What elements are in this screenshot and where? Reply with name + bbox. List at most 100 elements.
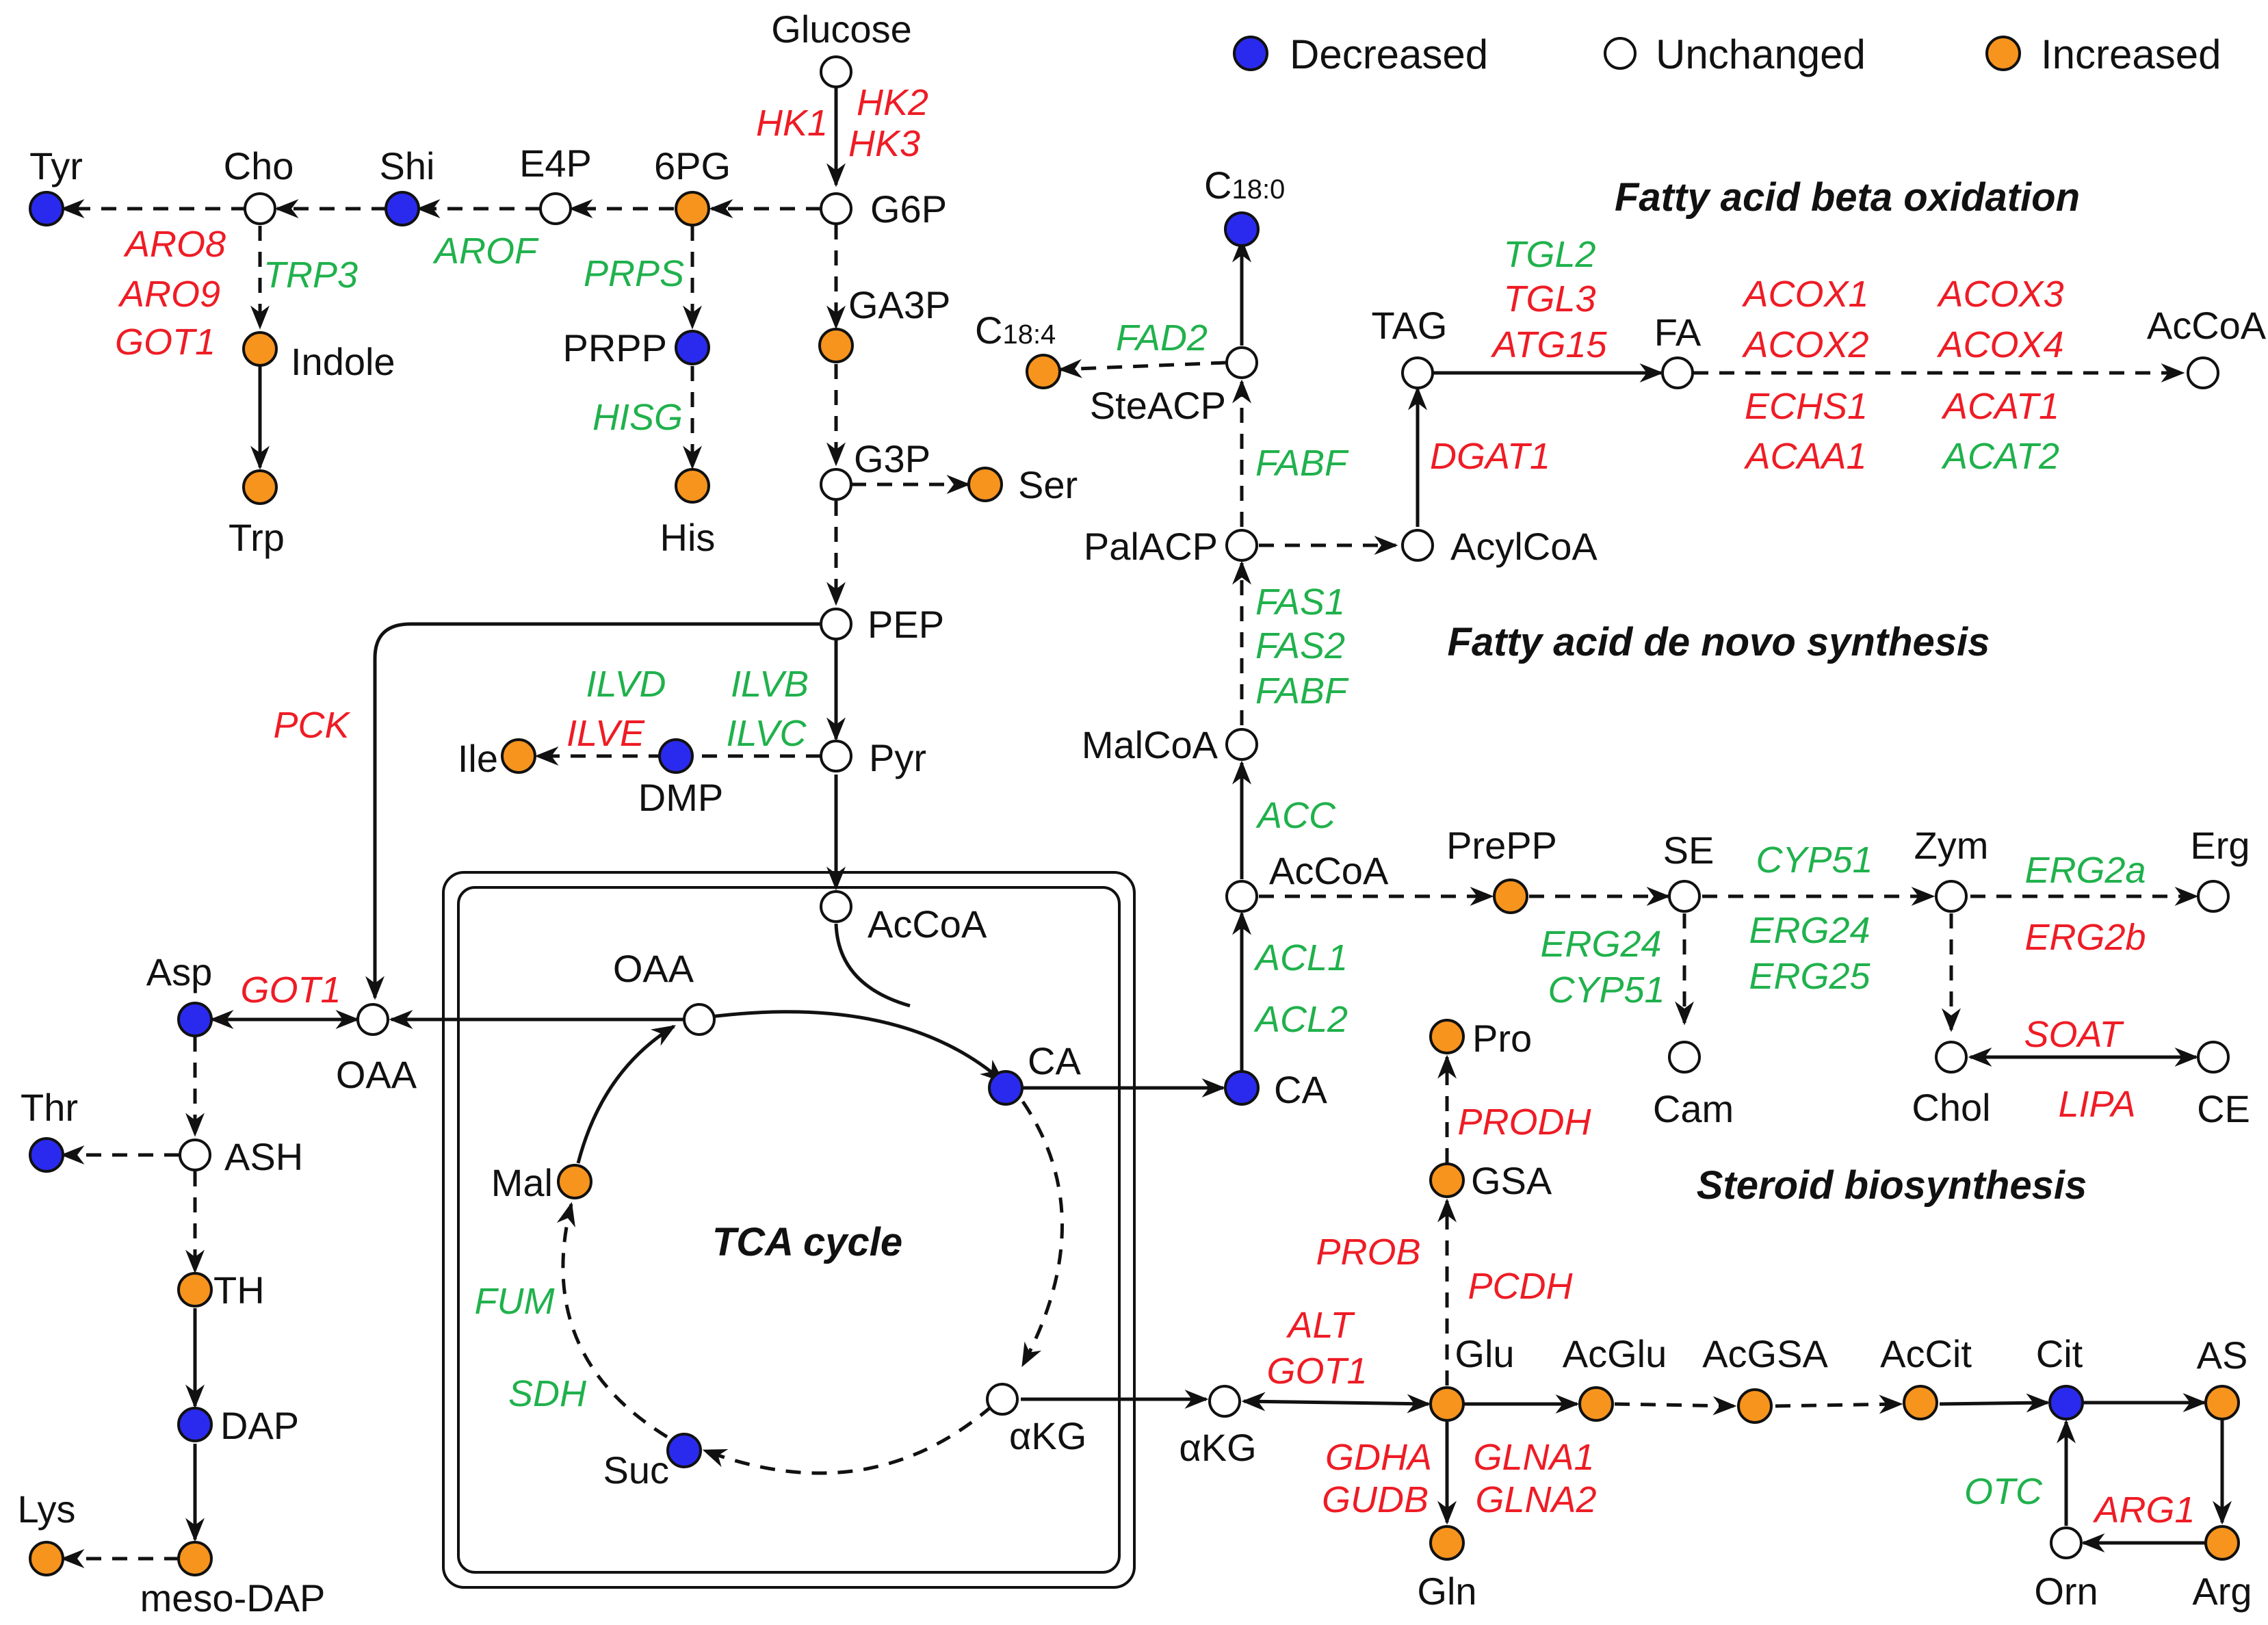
label-g6p: G6P [870,187,947,231]
node-shi [384,191,420,226]
label-arg: Arg [2192,1570,2252,1613]
node-orn [2050,1526,2083,1559]
label-cho: Cho [224,144,294,187]
node-ca-cyt [1224,1070,1260,1106]
label-6pg: 6PG [654,144,731,187]
node-acylcoa [1401,529,1434,562]
label-orn: Orn [2034,1570,2098,1613]
node-acgsa [1737,1388,1773,1424]
label-c18-4: C18:4 [975,309,1056,352]
label-lys: Lys [17,1487,75,1531]
enzyme-erg24-a: ERG24 [1749,910,1870,951]
enzyme-aro8: ARO8 [123,224,226,265]
node-zym [1935,880,1968,913]
node-pep [820,608,852,640]
label-acoa-cyt: AcCoA [1269,849,1389,892]
enzyme-hk3: HK3 [848,123,920,164]
mitochondrion-outer-border [442,871,1136,1589]
enzyme-fabf-top: FABF [1255,443,1349,484]
legend-label-increased: Increased [2041,31,2221,77]
node-g6p [820,192,852,225]
enzyme-acc: ACC [1255,795,1336,836]
enzyme-erg25: ERG25 [1749,956,1871,997]
enzyme-ilvb: ILVB [731,664,809,705]
node-indole [242,331,278,367]
label-c18-0-main: C [1204,164,1231,207]
metabolite-labels: Glucose G6P 6PG E4P Shi Cho Tyr Indole T… [17,8,2266,1620]
label-th: TH [213,1269,265,1312]
enzyme-glna1: GLNA1 [1473,1437,1594,1478]
node-arg [2204,1525,2240,1561]
enzyme-sdh: SDH [508,1373,587,1414]
node-trp [242,469,278,505]
node-suc [666,1433,702,1468]
enzyme-acox2: ACOX2 [1741,324,1868,365]
enzyme-arg1: ARG1 [2092,1490,2195,1531]
node-acoa-tca [820,890,852,923]
label-c18-4-sub: 18:4 [1002,320,1056,350]
enzyme-erg2b: ERG2b [2024,917,2146,958]
node-prpp [675,330,710,365]
enzyme-ilvd: ILVD [586,664,666,705]
node-oaa-tca [683,1003,716,1036]
enzyme-cyp51-a: CYP51 [1756,840,1873,881]
label-shi: Shi [380,144,435,187]
label-pep: PEP [868,603,944,646]
enzyme-soat: SOAT [2024,1014,2124,1055]
label-mal: Mal [491,1161,553,1204]
node-oaa [356,1003,389,1036]
enzyme-dgat1: DGAT1 [1430,436,1550,477]
node-mal [557,1164,592,1199]
tca-arc-oaa-to-ca [690,1010,1004,1083]
enzyme-acaa1: ACAA1 [1743,436,1866,477]
label-akg: αKG [1179,1426,1256,1469]
label-acglu: AcGlu [1563,1332,1667,1375]
label-tag: TAG [1372,304,1448,347]
node-dap [177,1407,213,1442]
label-g3p: G3P [854,437,930,480]
node-ile [501,738,536,774]
node-pro [1429,1019,1465,1054]
enzyme-otc: OTC [1964,1471,2043,1512]
enzyme-prps: PRPS [584,253,684,294]
legend: Decreased Unchanged Increased [1233,31,2221,77]
node-malcoa [1225,728,1258,761]
label-acgsa: AcGSA [1702,1332,1828,1375]
node-lys [29,1541,64,1576]
node-palacp [1225,529,1258,562]
enzyme-pck: PCK [273,705,350,746]
label-accit: AcCit [1880,1332,1972,1375]
label-palacp: PalACP [1084,525,1218,568]
enzyme-prob: PROB [1316,1232,1420,1273]
label-ash: ASH [224,1135,303,1178]
enzyme-arof: AROF [432,231,539,272]
label-glu: Glu [1455,1332,1514,1375]
section-steroid: Steroid biosynthesis [1697,1163,2087,1208]
enzyme-got1-asp: GOT1 [240,970,341,1011]
enzyme-fas1: FAS1 [1255,582,1345,623]
enzyme-hk2: HK2 [857,82,928,123]
label-acylcoa: AcylCoA [1450,525,1598,568]
label-erg: Erg [2190,824,2250,867]
node-steacp [1225,346,1258,379]
label-trp: Trp [229,516,285,559]
label-meso-dap: meso-DAP [140,1576,326,1620]
node-akg [1208,1385,1241,1418]
node-cho [244,192,276,225]
enzyme-gdha: GDHA [1325,1437,1432,1478]
node-gln [1429,1525,1465,1561]
node-gsa [1429,1162,1465,1198]
enzyme-hk1: HK1 [756,103,828,144]
enzyme-fabf-mid: FABF [1255,671,1349,712]
enzyme-ilvc: ILVC [726,713,807,754]
enzyme-erg2a: ERG2a [2024,850,2146,891]
label-thr: Thr [21,1086,78,1129]
label-fa: FA [1654,311,1702,354]
enzyme-acox3: ACOX3 [1936,274,2063,315]
node-g3p [820,468,852,501]
enzyme-acat1: ACAT1 [1941,386,2059,427]
label-acoa-tca: AcCoA [868,902,987,946]
label-pro: Pro [1472,1017,1532,1060]
node-ca-tca [988,1070,1024,1106]
